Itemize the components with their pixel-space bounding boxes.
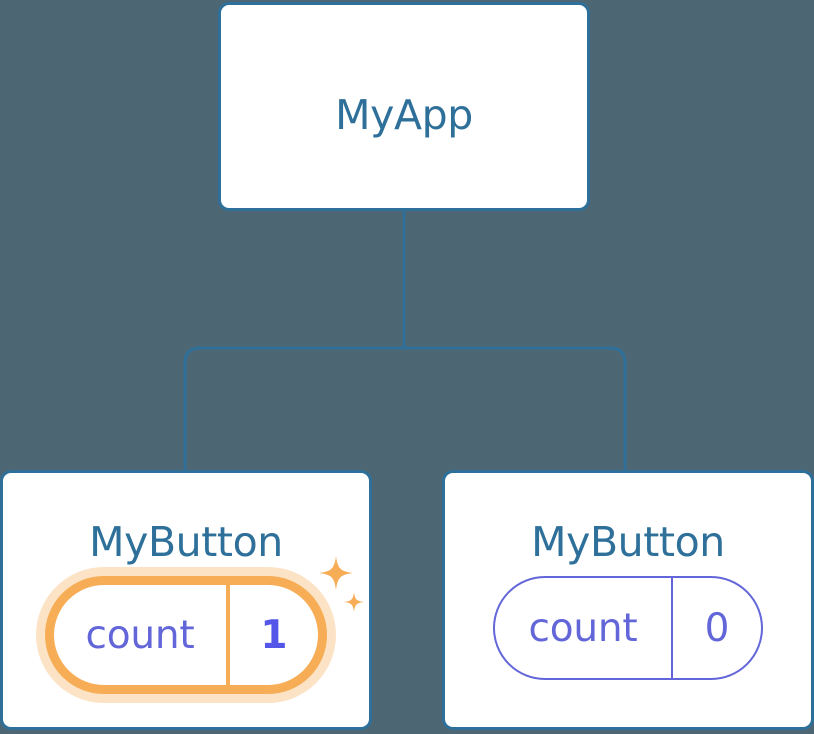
component-title: MyApp — [335, 91, 473, 139]
state-pill-divider — [671, 578, 673, 678]
state-pill-divider — [226, 585, 230, 685]
state-value-label: 1 — [260, 612, 288, 658]
state-pill-highlighted[interactable]: count 1 — [45, 576, 327, 694]
component-node-child-right[interactable]: MyButton count 0 — [442, 470, 814, 730]
connector-branch-left — [183, 346, 404, 471]
state-key-label: count — [528, 605, 638, 651]
component-node-child-left[interactable]: MyButton count 1 — [0, 470, 372, 730]
component-title: MyButton — [89, 518, 283, 566]
state-key-label: count — [85, 612, 195, 658]
state-pill-wrapper: count 1 — [45, 576, 327, 694]
state-pill-wrapper: count 0 — [493, 576, 763, 680]
component-title: MyButton — [531, 518, 725, 566]
state-pill[interactable]: count 0 — [493, 576, 763, 680]
state-value-label: 0 — [704, 605, 730, 651]
connector-branch-right — [404, 346, 627, 471]
component-node-root[interactable]: MyApp — [218, 2, 590, 211]
